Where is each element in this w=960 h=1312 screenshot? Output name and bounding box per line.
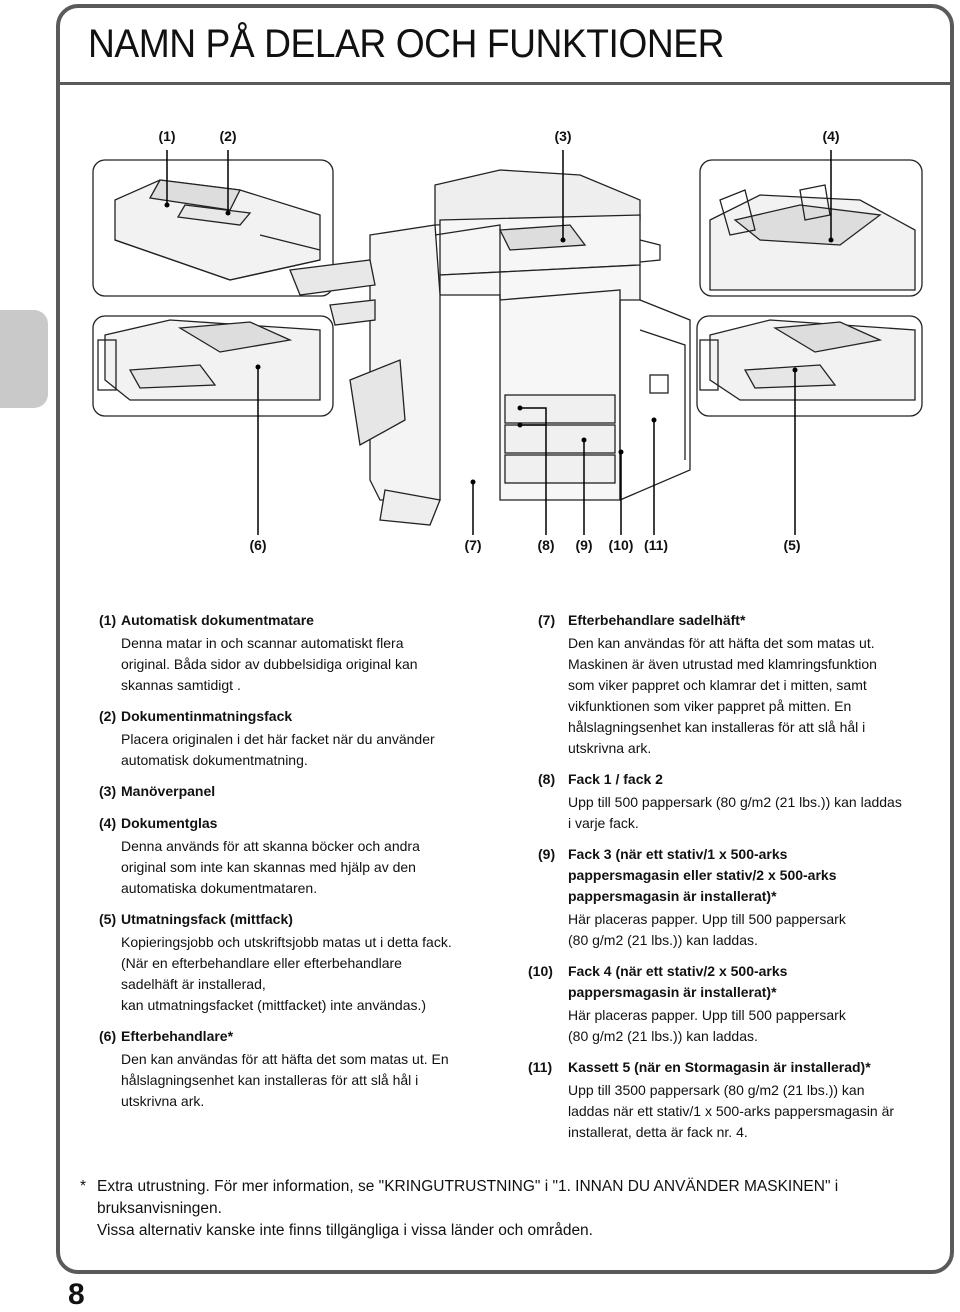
item-heading: Manöverpanel	[121, 781, 215, 802]
right-column: (7)Efterbehandlare sadelhäft* Den kan an…	[538, 610, 938, 1153]
item-line: kan utmatningsfacket (mittfacket) inte a…	[121, 995, 499, 1016]
item-line: utskrivna ark.	[568, 738, 938, 759]
callout-9: (9)	[575, 537, 592, 553]
callout-7: (7)	[464, 537, 481, 553]
item-heading: Efterbehandlare sadelhäft*	[568, 610, 745, 631]
item-line: utskrivna ark.	[121, 1091, 499, 1112]
machine-diagram	[0, 0, 960, 560]
item-line: som viker pappret och klamrar det i mitt…	[568, 675, 938, 696]
item-line: original som inte kan skannas med hjälp …	[121, 857, 499, 878]
page-number: 8	[68, 1278, 85, 1312]
item-line: Den kan användas för att häfta det som m…	[568, 633, 938, 654]
item-line: Upp till 500 pappersark (80 g/m2 (21 lbs…	[568, 792, 938, 813]
item-heading: Dokumentglas	[121, 813, 217, 834]
callout-8: (8)	[537, 537, 554, 553]
item-4: (4)Dokumentglas Denna används för att sk…	[99, 813, 499, 899]
item-line: Denna matar in och scannar automatiskt f…	[121, 633, 499, 654]
item-heading: pappersmagasin eller stativ/2 x 500-arks	[568, 865, 836, 886]
callout-4: (4)	[822, 128, 839, 144]
callout-6: (6)	[249, 537, 266, 553]
item-line: laddas när ett stativ/1 x 500-arks pappe…	[568, 1101, 938, 1122]
callout-5: (5)	[783, 537, 800, 553]
item-heading: pappersmagasin är installerat)*	[568, 886, 836, 907]
item-line: (80 g/m2 (21 lbs.)) kan laddas.	[568, 1026, 938, 1047]
item-heading: Utmatningsfack (mittfack)	[121, 909, 293, 930]
item-line: automatisk dokumentmatning.	[121, 750, 499, 771]
item-number: (2)	[99, 706, 121, 727]
item-line: sadelhäft är installerad,	[121, 974, 499, 995]
item-line: Här placeras papper. Upp till 500 papper…	[568, 1005, 938, 1026]
item-heading: Dokumentinmatningsfack	[121, 706, 292, 727]
item-line: Placera originalen i det här facket när …	[121, 729, 499, 750]
item-line: hålslagningsenhet kan installeras för at…	[568, 717, 938, 738]
item-number: (8)	[538, 769, 568, 790]
item-line: Kopieringsjobb och utskriftsjobb matas u…	[121, 932, 499, 953]
item-number: (11)	[528, 1057, 568, 1078]
item-line: vikfunktionen som viker pappret på mitte…	[568, 696, 938, 717]
footnote-line: Vissa alternativ kanske inte finns tillg…	[97, 1220, 930, 1242]
item-heading: Fack 3 (när ett stativ/1 x 500-arks	[568, 844, 836, 865]
callout-10: (10)	[609, 537, 634, 553]
item-line: Maskinen är även utrustad med klamringsf…	[568, 654, 938, 675]
item-line: Den kan användas för att häfta det som m…	[121, 1049, 499, 1070]
item-heading: Fack 4 (när ett stativ/2 x 500-arks	[568, 961, 787, 982]
item-1: (1)Automatisk dokumentmatare Denna matar…	[99, 610, 499, 696]
item-line: (När en efterbehandlare eller efterbehan…	[121, 953, 499, 974]
item-3: (3)Manöverpanel	[99, 781, 499, 802]
item-line: original. Båda sidor av dubbelsidiga ori…	[121, 654, 499, 675]
item-number: (5)	[99, 909, 121, 930]
item-heading: Kassett 5 (när en Stormagasin är install…	[568, 1057, 871, 1078]
footnote: * Extra utrustning. För mer information,…	[80, 1176, 930, 1242]
footnote-line: bruksanvisningen.	[97, 1198, 930, 1220]
item-2: (2)Dokumentinmatningsfack Placera origin…	[99, 706, 499, 771]
item-number: (9)	[538, 844, 568, 907]
callout-3: (3)	[554, 128, 571, 144]
item-8: (8)Fack 1 / fack 2 Upp till 500 pappersa…	[538, 769, 938, 834]
item-heading: Automatisk dokumentmatare	[121, 610, 314, 631]
item-line: installerat, detta är fack nr. 4.	[568, 1122, 938, 1143]
callout-1: (1)	[158, 128, 175, 144]
item-heading: Fack 1 / fack 2	[568, 769, 663, 790]
item-line: skannas samtidigt .	[121, 675, 499, 696]
item-number: (1)	[99, 610, 121, 631]
item-line: automatiska dokumentmataren.	[121, 878, 499, 899]
item-7: (7)Efterbehandlare sadelhäft* Den kan an…	[538, 610, 938, 759]
left-column: (1)Automatisk dokumentmatare Denna matar…	[99, 610, 499, 1122]
footnote-line: Extra utrustning. För mer information, s…	[97, 1176, 930, 1198]
item-line: i varje fack.	[568, 813, 938, 834]
item-line: Upp till 3500 pappersark (80 g/m2 (21 lb…	[568, 1080, 938, 1101]
item-11: (11)Kassett 5 (när en Stormagasin är ins…	[528, 1057, 938, 1143]
item-line: Denna används för att skanna böcker och …	[121, 836, 499, 857]
item-line: (80 g/m2 (21 lbs.)) kan laddas.	[568, 930, 938, 951]
item-line: hålslagningsenhet kan installeras för at…	[121, 1070, 499, 1091]
item-6: (6)Efterbehandlare* Den kan användas för…	[99, 1026, 499, 1112]
item-number: (4)	[99, 813, 121, 834]
item-number: (3)	[99, 781, 121, 802]
footnote-star: *	[80, 1176, 86, 1198]
item-line: Här placeras papper. Upp till 500 papper…	[568, 909, 938, 930]
item-5: (5)Utmatningsfack (mittfack) Kopieringsj…	[99, 909, 499, 1016]
item-number: (7)	[538, 610, 568, 631]
item-heading: Efterbehandlare*	[121, 1026, 233, 1047]
item-number: (10)	[528, 961, 568, 1003]
item-10: (10) Fack 4 (när ett stativ/2 x 500-arks…	[528, 961, 938, 1047]
item-heading: pappersmagasin är installerat)*	[568, 982, 787, 1003]
item-number: (6)	[99, 1026, 121, 1047]
callout-2: (2)	[219, 128, 236, 144]
callout-11: (11)	[644, 537, 668, 553]
